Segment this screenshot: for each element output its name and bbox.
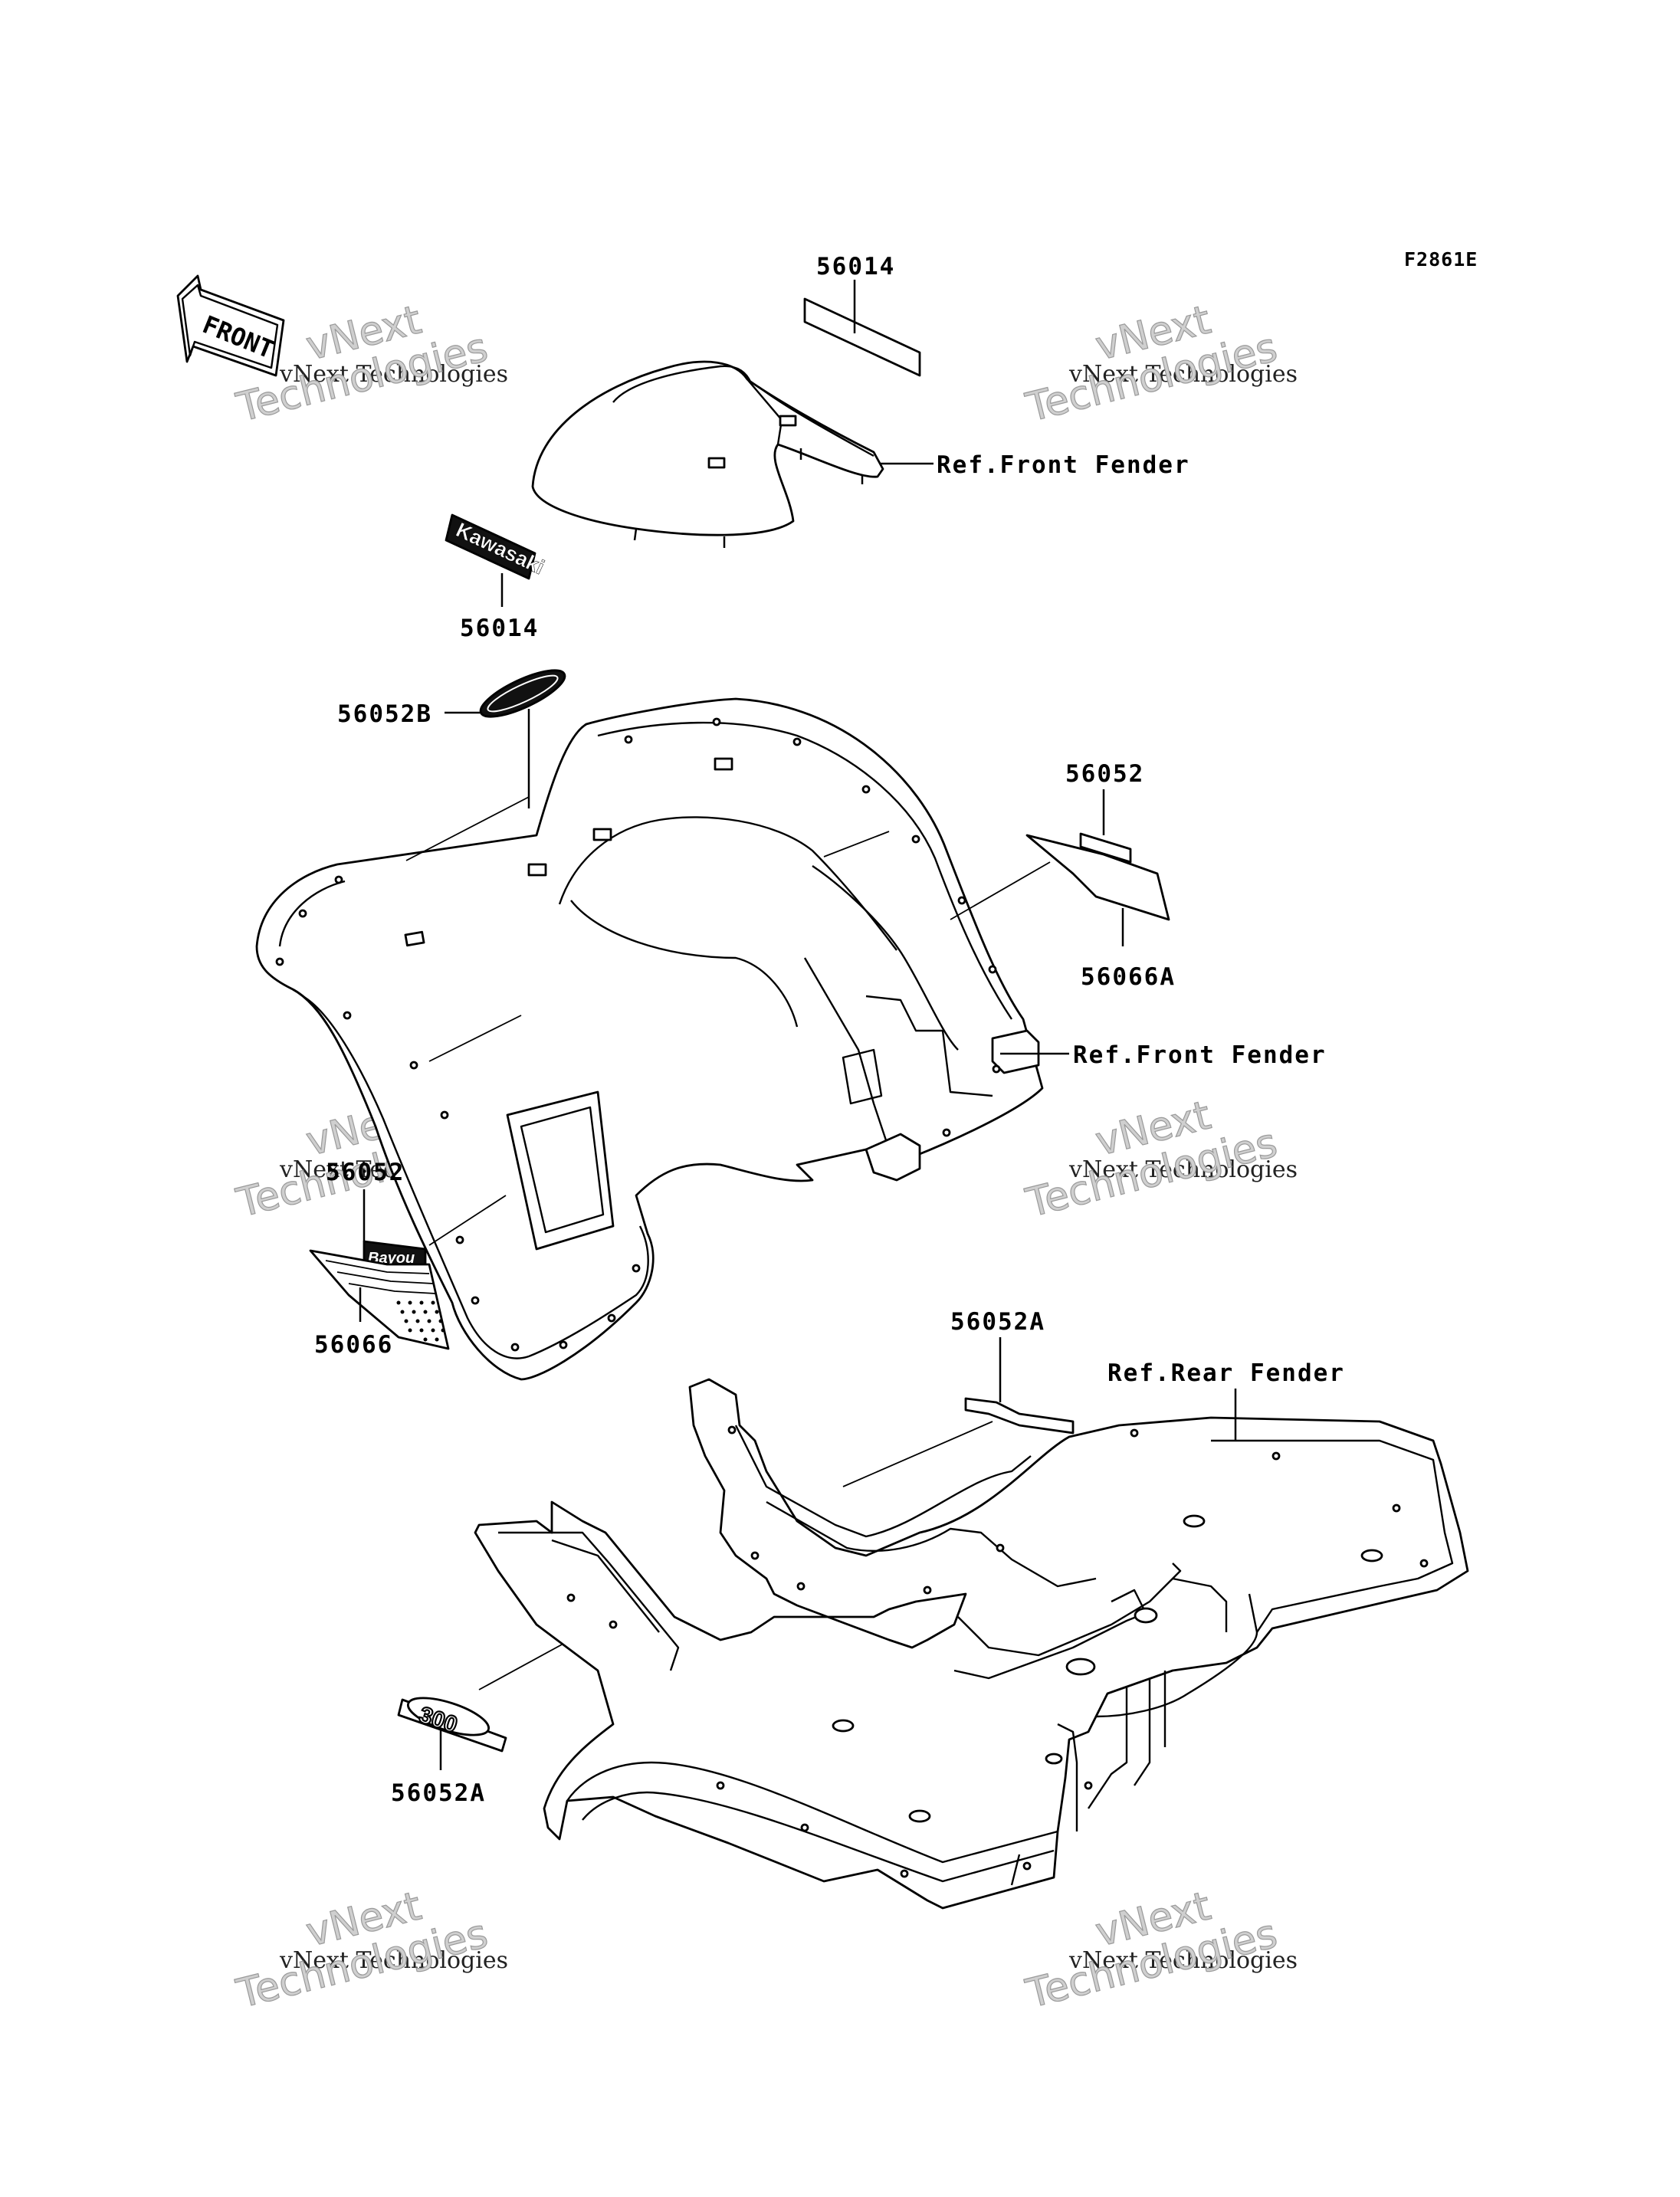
part-label: 56014 (816, 253, 895, 280)
watermark: vNext Technologies vNext Technologies (1021, 297, 1298, 431)
diagram-code: F2861E (1404, 248, 1478, 271)
watermark: vNext Technologies vNext Technologies (231, 1883, 508, 2018)
front-arrow-icon: FRONT (176, 274, 285, 377)
decal-300: 300 (397, 1697, 507, 1753)
decal-56066A (1025, 834, 1170, 921)
part-label: 56052A (391, 1779, 486, 1807)
decal-56066 (309, 1249, 450, 1350)
watermark-text: vNext Technologies (279, 1947, 508, 1974)
part-label: 56052B (337, 700, 432, 728)
front-fender-upper-panel (531, 360, 884, 548)
watermark-text: vNext Technologies (1068, 1947, 1298, 1974)
decal-56014-top (803, 297, 921, 377)
reference-label: Ref.Front Fender (1073, 1041, 1327, 1069)
decal-56052B (479, 669, 566, 718)
part-label: 56052 (326, 1159, 405, 1186)
watermark-text: vNext Technologies (1068, 1156, 1298, 1183)
decal-kawasaki: Kawasaki (445, 513, 548, 580)
rear-fender (474, 1378, 1469, 1910)
watermark: vNext Technologies vNext Technologies (1021, 1092, 1298, 1227)
watermark-text: vNext Technologies (1068, 361, 1298, 388)
watermark: vNext Technologies vNext Technologies (1021, 1883, 1298, 2018)
front-fender-main (255, 697, 1044, 1381)
part-label: 56066A (1081, 963, 1176, 991)
reference-label: Ref.Rear Fender (1107, 1359, 1345, 1387)
part-label: 56052 (1065, 760, 1144, 788)
part-label: 56052A (950, 1308, 1045, 1336)
watermark-text: vNext Technologies (279, 361, 508, 388)
part-label: 56014 (460, 615, 539, 642)
decal-56052A-top (964, 1397, 1075, 1435)
part-label: 56066 (314, 1331, 393, 1359)
decal-56052-right (1079, 832, 1132, 864)
reference-label: Ref.Front Fender (937, 451, 1190, 479)
